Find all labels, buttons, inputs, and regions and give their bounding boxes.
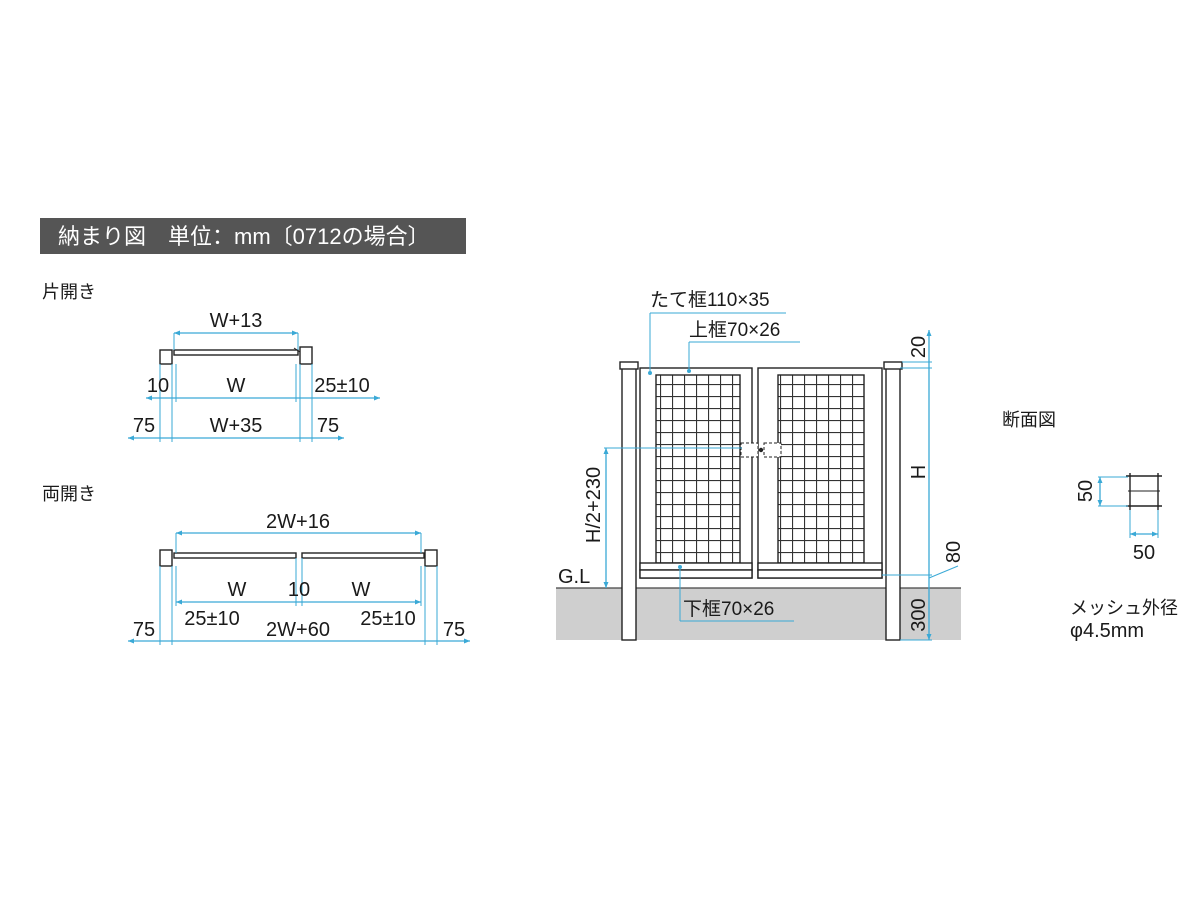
right-leaf-mesh	[777, 374, 865, 564]
section-heading: 断面図	[1002, 410, 1056, 430]
header-title: 納まり図 単位：mm〔0712の場合〕	[58, 224, 430, 249]
dimension-arrowhead	[415, 530, 421, 536]
dimension-arrowhead	[128, 435, 134, 441]
right-bottom-rail	[757, 562, 883, 571]
gate-elevation: G.L たて框110×35 上框70×26 下框70×26	[556, 289, 965, 641]
double-left-leaf	[173, 552, 297, 559]
height-label: H	[908, 465, 930, 479]
dimension-arrowhead	[292, 330, 298, 336]
dimension-arrowhead	[603, 448, 609, 454]
double-left-leaf-label: W	[228, 579, 247, 601]
single-right-post	[299, 346, 313, 365]
bottom-rail-callout: 下框70×26	[683, 598, 774, 620]
embed-depth-label: 300	[908, 598, 930, 631]
dimension-arrowhead	[1152, 531, 1158, 537]
double-post-right-label: 75	[443, 619, 465, 641]
single-latch	[293, 347, 301, 353]
dimension-arrowhead	[1097, 477, 1103, 483]
dimension-arrowhead	[1130, 531, 1136, 537]
cross-section: 断面図 50 50 メッシュ外径 φ4.5mm	[1002, 410, 1178, 642]
double-right-leaf-label: W	[352, 579, 371, 601]
mesh-diameter-label: メッシュ外径	[1070, 598, 1178, 618]
single-top-label: W+13	[210, 310, 263, 332]
double-post-left-label: 75	[133, 619, 155, 641]
double-left-post	[159, 549, 173, 567]
single-swing-plan: 片開き W+13 10 W 25±10 75 W+35 75	[42, 282, 380, 442]
left-post	[621, 367, 637, 641]
dimension-arrowhead	[464, 638, 470, 644]
latch-pin	[758, 447, 764, 453]
double-left-clear-label: 25±10	[184, 608, 239, 630]
double-heading: 両開き	[42, 484, 96, 504]
dimension-arrowhead	[146, 395, 152, 401]
dimension-arrowhead	[374, 395, 380, 401]
mesh-diameter-value: φ4.5mm	[1070, 620, 1144, 642]
double-top-label: 2W+16	[266, 511, 330, 533]
single-post-right-label: 75	[317, 415, 339, 437]
double-right-leaf	[301, 552, 425, 559]
double-right-post	[424, 549, 438, 567]
double-bottom-label: 2W+60	[266, 619, 330, 641]
latch-left	[740, 442, 759, 458]
single-bottom-label: W+35	[210, 415, 263, 437]
left-post-cap	[619, 361, 639, 370]
single-left-gap-label: 10	[147, 375, 169, 397]
latch-height-label: H/2+230	[583, 467, 605, 543]
dimension-arrowhead	[926, 634, 932, 640]
double-swing-plan: 両開き 2W+16 W 10 W 75 25±10 2W+60 25±10 75	[42, 484, 470, 645]
bottom-offset-label: 80	[943, 541, 965, 563]
dimension-arrowhead	[338, 435, 344, 441]
left-bottom-base	[639, 569, 753, 579]
double-center-gap-label: 10	[288, 579, 310, 601]
dimension-arrowhead	[176, 530, 182, 536]
right-bottom-base	[757, 569, 883, 579]
right-post-cap	[883, 361, 903, 370]
latch-right	[763, 442, 782, 458]
dimension-arrowhead	[128, 638, 134, 644]
single-left-post	[159, 349, 173, 365]
single-heading: 片開き	[42, 282, 96, 302]
dimension-arrowhead	[176, 599, 182, 605]
top-rail-callout: 上框70×26	[689, 319, 780, 341]
single-right-gap-label: 25±10	[314, 375, 369, 397]
dimension-arrowhead	[603, 582, 609, 588]
dimension-arrowhead	[415, 599, 421, 605]
dimension-arrowhead	[1097, 500, 1103, 506]
section-height-label: 50	[1075, 480, 1097, 502]
dimension-arrowhead	[174, 330, 180, 336]
single-gate-leaf	[173, 349, 299, 356]
header-bar: 納まり図 単位：mm〔0712の場合〕	[40, 218, 466, 254]
header-background	[40, 218, 466, 254]
ground-label: G.L	[558, 566, 590, 588]
stile-callout: たて框110×35	[650, 289, 770, 311]
section-width-label: 50	[1133, 542, 1155, 564]
single-mid-label: W	[227, 375, 246, 397]
dimension-arrowhead	[926, 330, 932, 336]
top-offset-label: 20	[908, 336, 930, 358]
left-bottom-rail	[639, 562, 753, 571]
left-leaf-mesh	[655, 374, 741, 564]
double-right-clear-label: 25±10	[360, 608, 415, 630]
single-post-left-label: 75	[133, 415, 155, 437]
right-post	[885, 367, 901, 641]
